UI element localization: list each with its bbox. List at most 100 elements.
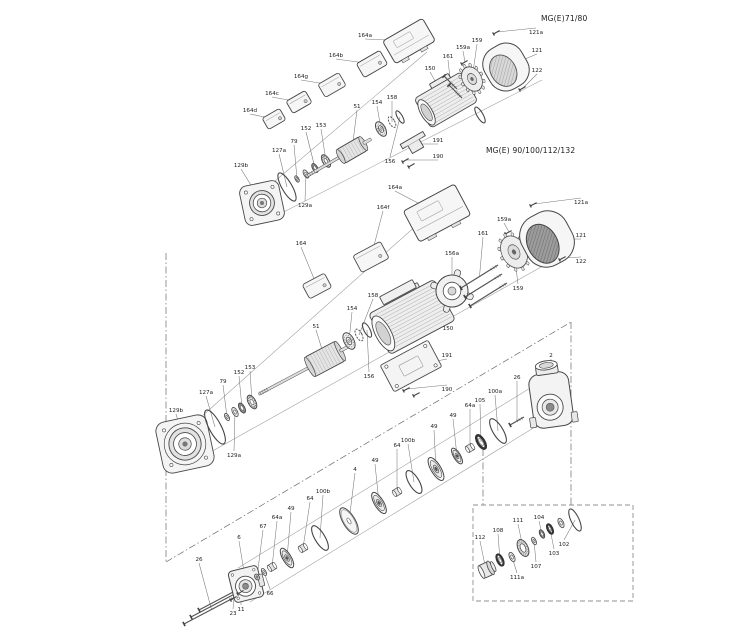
part-154 [342,332,356,350]
leader-129a [304,173,307,202]
part-label-100b: 100b [401,438,416,444]
detail-line [519,550,522,552]
detail-line [305,277,325,288]
detail-rect [398,355,424,377]
part-label-121: 121 [576,233,587,239]
leader-100a [494,394,499,432]
part-label-154: 154 [372,100,383,106]
explosion-guide-line [267,79,543,221]
part-label-150: 150 [443,326,454,332]
detail-line [342,147,350,160]
detail-line [501,284,504,288]
part-label-64a: 64a [272,515,283,521]
detail-line [431,93,472,118]
detail-ellipse [303,543,309,550]
detail-line [259,391,262,396]
leader-100b [407,443,415,483]
detail-ellipse [225,415,229,419]
detail-line [559,256,566,261]
detail-line [468,303,472,309]
detail-ellipse [240,405,244,411]
detail-ellipse [375,321,392,346]
part-label-129a: 129a [227,453,241,459]
detail-line [494,276,497,280]
part-127a [277,172,297,202]
part-111 [516,539,530,557]
detail-ellipse [335,149,346,164]
detail-line [263,389,267,393]
detail-ellipse [344,334,354,348]
part-label-159: 159 [513,286,524,292]
detail-ellipse [262,570,266,574]
detail-line [492,266,495,270]
detail-ellipse [525,223,560,264]
detail-line [402,388,405,393]
part-164 [302,273,332,299]
part-164a [383,18,435,64]
detail-line [322,154,325,158]
detail-line [375,283,435,315]
part-23 [229,595,237,602]
leader-156 [366,329,370,373]
detail-rect [262,108,286,130]
part-label-111: 111 [513,518,524,524]
part-label-79: 79 [219,379,227,385]
part-label-156: 156 [385,159,396,165]
detail-line [356,245,381,259]
detail-line [523,552,525,557]
detail-ellipse [311,525,329,551]
detail-ellipse [490,561,497,572]
detail-line [493,30,500,35]
detail-ellipse [540,531,544,537]
detail-line [356,139,364,152]
detail-line [310,355,321,373]
detail-rect [379,279,417,305]
part-washer [557,517,565,529]
detail-rect [419,45,429,53]
detail-line [253,405,256,409]
part-label-108: 108 [493,528,504,534]
detail-line [308,172,312,177]
detail-rect [353,241,389,273]
detail-line [416,206,464,231]
detail-line [324,154,326,158]
part-100b [311,525,329,551]
part-164g [318,72,346,98]
part-64a [464,442,476,454]
part-label-153: 153 [316,123,327,129]
detail-line [448,84,463,99]
leader-161 [479,236,484,277]
part-121 [482,42,530,92]
part-label-191: 191 [433,138,444,144]
detail-line [393,316,452,348]
detail-ellipse [295,177,299,181]
part-153 [246,394,258,410]
part-156 [361,322,373,338]
detail-line [322,161,325,164]
part-bolt [468,282,508,309]
part-191 [380,340,442,392]
detail-rect [570,411,579,423]
detail-line [380,292,439,324]
detail-line [452,84,455,87]
detail-line [250,404,252,407]
detail-line [327,346,338,364]
part-label-100a: 100a [488,389,502,395]
detail-ellipse [361,322,373,338]
part-label-152: 152 [234,370,245,376]
detail-line [492,32,495,36]
detail-line [469,282,508,307]
detail-ellipse [498,557,502,563]
detail-rect [258,365,311,396]
detail-line [558,257,561,262]
part-150 [369,279,455,354]
part-label-190: 190 [442,387,453,393]
leader-121a [533,197,582,205]
part-label-107: 107 [531,564,542,570]
leader-129a [233,411,236,452]
part-label-26: 26 [195,557,203,563]
part-label-164a: 164a [388,185,402,191]
part-49 [279,547,295,569]
leader-122 [522,73,538,89]
detail-line [327,158,330,161]
